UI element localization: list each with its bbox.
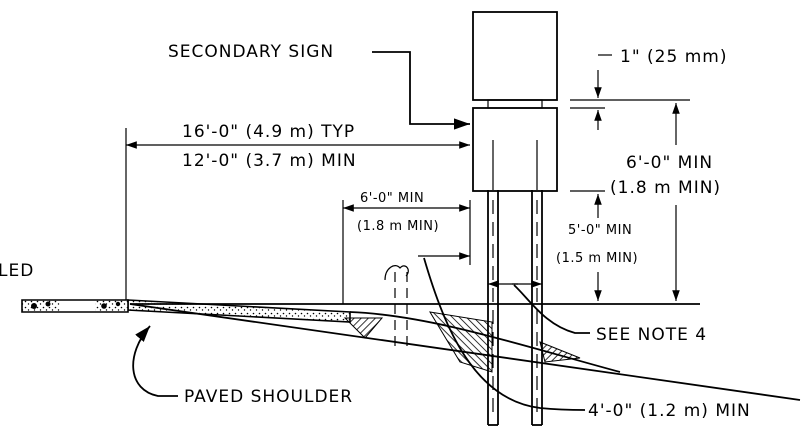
six-ft-min-label: 6'-0" MIN xyxy=(626,153,713,173)
one-eight-m-small-label: (1.8 m MIN) xyxy=(357,219,439,234)
six-ft-small-label: 6'-0" MIN xyxy=(360,191,424,206)
paved-shoulder-leader xyxy=(132,325,178,397)
one-five-m-min-label: (1.5 m MIN) xyxy=(556,251,638,266)
paved-shoulder-label: PAVED SHOULDER xyxy=(184,387,353,407)
paved-shoulder-surface xyxy=(21,299,351,323)
twelve-ft-min-label: 12'-0" (3.7 m) MIN xyxy=(182,151,357,171)
one-eight-m-min-label: (1.8 m MIN) xyxy=(610,178,721,198)
dashed-obstacle xyxy=(384,265,409,352)
four-ft-min-label: 4'-0" (1.2 m) MIN xyxy=(588,401,751,421)
four-ft-dim-curve xyxy=(423,257,586,411)
one-inch-label: 1" (25 mm) xyxy=(620,47,727,67)
sign-posts xyxy=(487,140,543,426)
see-note-leader xyxy=(513,284,590,334)
earth-hatch-center xyxy=(429,311,493,373)
earth-hatch-left xyxy=(343,317,384,339)
partial-left-label: LED xyxy=(0,261,34,281)
five-ft-min-label: 5'-0" MIN xyxy=(568,223,632,238)
secondary-sign-label: SECONDARY SIGN xyxy=(168,42,334,62)
secondary-sign-panel xyxy=(472,107,558,192)
primary-sign-panel xyxy=(472,11,558,101)
sixteen-ft-typ-label: 16'-0" (4.9 m) TYP xyxy=(182,122,355,142)
earth-hatch-right xyxy=(539,341,581,363)
see-note-4-label: SEE NOTE 4 xyxy=(596,325,707,345)
secondary-sign-leader xyxy=(372,51,470,130)
sign-gap-strip xyxy=(487,99,543,109)
